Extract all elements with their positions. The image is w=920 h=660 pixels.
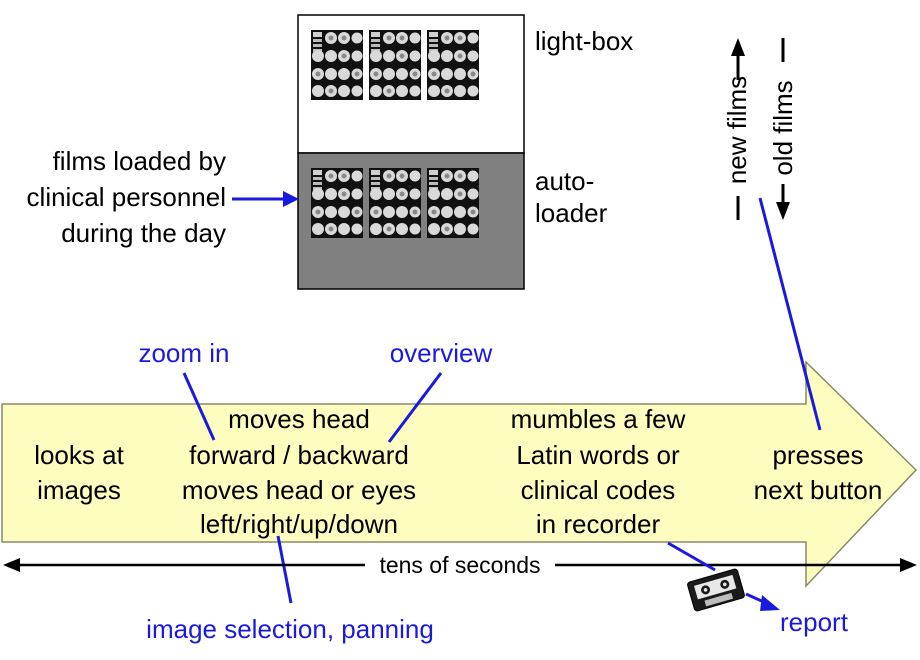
next-button-connector — [758, 197, 822, 431]
image-selection-connector — [276, 535, 293, 604]
step-mumble-line-4: in recorder — [536, 509, 661, 539]
step-press-line-1: presses — [772, 440, 863, 470]
zoom-in-annotation: zoom in — [138, 338, 229, 368]
overview-connector — [387, 372, 443, 443]
old-films-arrow — [776, 38, 790, 220]
step-mumble-line-2: Latin words or — [516, 440, 680, 470]
auto-loader-label-1: auto- — [535, 166, 594, 196]
new-films-label: new films — [722, 76, 752, 184]
films-loaded-line-3: during the day — [61, 218, 226, 248]
film-sheet-icon — [311, 30, 363, 100]
image-selection-annotation: image selection, panning — [146, 614, 434, 644]
report-arrow — [745, 592, 780, 611]
step-move-line-2: forward / backward — [189, 440, 409, 470]
film-sheet-icon — [311, 168, 363, 238]
film-sheet-icon — [369, 168, 421, 238]
step-move-line-3: moves head or eyes — [182, 475, 416, 505]
step-look-line-1: looks at — [34, 440, 124, 470]
film-sheet-icon — [427, 30, 479, 100]
step-move-line-1: moves head — [228, 404, 370, 434]
timeline-arrow — [1, 360, 918, 588]
step-look-line-2: images — [37, 475, 121, 505]
film-sheet-icon — [369, 30, 421, 100]
step-press-line-2: next button — [754, 475, 883, 505]
auto-loader-label-2: loader — [535, 198, 608, 228]
step-move-line-4: left/right/up/down — [200, 509, 398, 539]
step-mumble-line-1: mumbles a few — [511, 404, 686, 434]
overview-annotation: overview — [390, 338, 493, 368]
cassette-recorder-icon — [687, 568, 745, 612]
step-mumble-line-3: clinical codes — [521, 475, 676, 505]
films-loaded-line-2: clinical personnel — [27, 182, 226, 212]
light-box-label: light-box — [535, 26, 633, 56]
films-loaded-line-1: films loaded by — [53, 146, 226, 176]
duration-label: tens of seconds — [379, 552, 540, 578]
duration-arrow — [3, 558, 917, 572]
zoom-in-connector — [182, 372, 216, 441]
new-films-arrow — [731, 38, 745, 220]
old-films-label: old films — [768, 80, 798, 175]
films-loaded-arrow — [232, 191, 299, 207]
film-sheet-icon — [427, 168, 479, 238]
report-annotation: report — [780, 607, 849, 637]
recorder-connector — [667, 541, 716, 572]
